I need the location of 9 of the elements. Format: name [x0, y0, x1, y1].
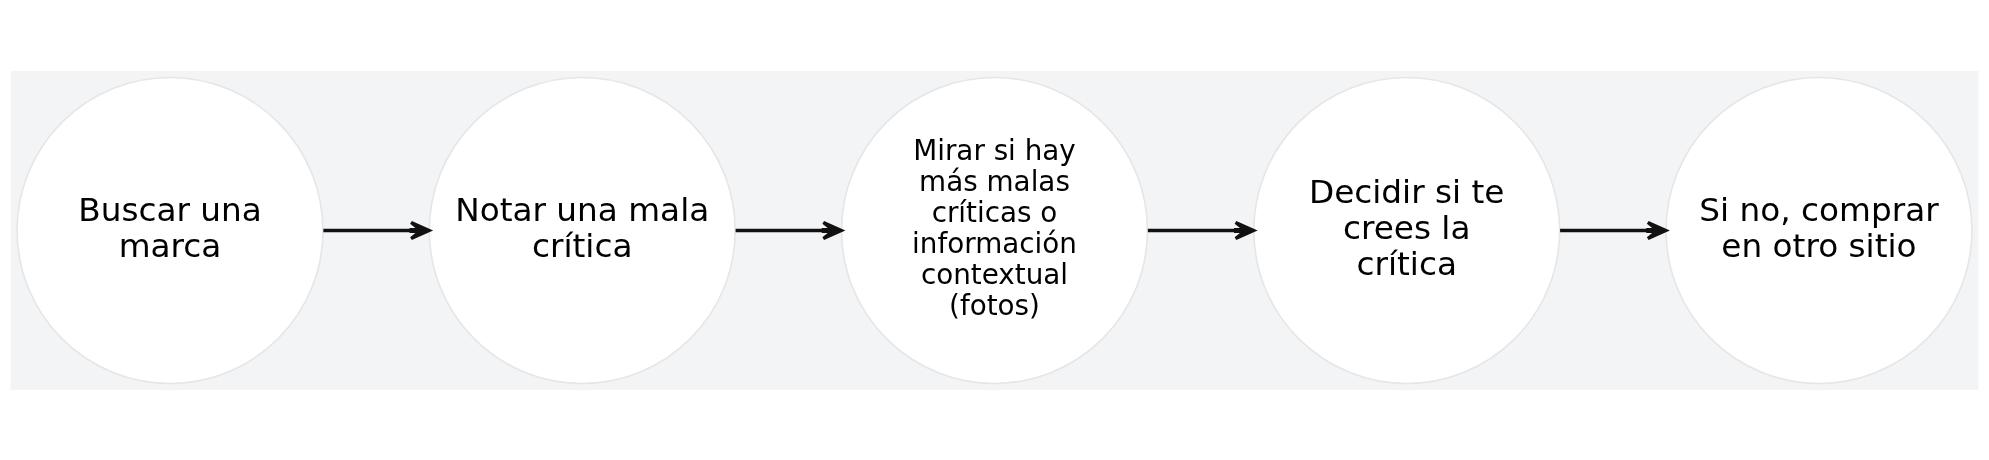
node-circle: Buscar una marca — [16, 76, 324, 384]
arrow — [1560, 220, 1668, 240]
node-circle: Decidir si te crees la crítica — [1252, 76, 1561, 384]
arrow — [1147, 220, 1256, 240]
node-circle: Notar una mala crítica — [428, 76, 737, 384]
arrow — [323, 220, 431, 240]
arrow — [735, 220, 844, 240]
node-circle: Mirar si hay más malas críticas o información contextual (fotos) — [840, 76, 1149, 384]
node-circle: Si no, comprar en otro sitio — [1665, 76, 1973, 384]
